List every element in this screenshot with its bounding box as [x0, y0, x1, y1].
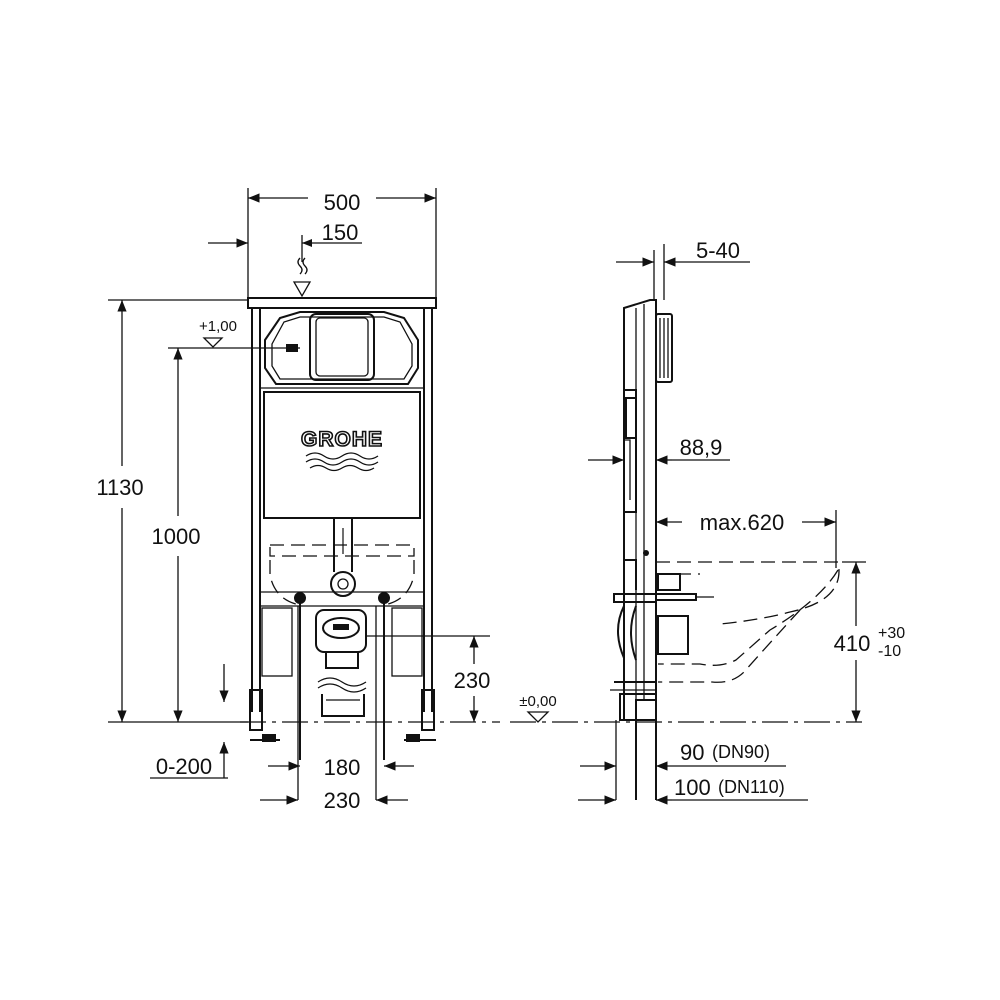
cistern: GROHE	[263, 391, 421, 597]
dim-label-230-horizontal: 230	[324, 788, 361, 813]
brand-logo-text: GROHE	[301, 428, 383, 451]
drain-connection	[315, 609, 367, 717]
level-mark-plus-1: +1,00	[199, 318, 237, 348]
dim-offset-150: 150	[208, 220, 362, 262]
frame-side-profile	[610, 299, 714, 800]
dim-label-dn90: (DN90)	[712, 742, 770, 762]
dim-width-500: 500	[248, 190, 436, 215]
brand-waves-icon	[305, 452, 379, 472]
dim-label-1000: 1000	[152, 524, 201, 549]
level-label-zero: ±0,00	[519, 693, 556, 710]
dim-bolt-180: 180	[268, 755, 414, 780]
side-view: 5-40	[510, 238, 905, 805]
wc-bowl-outline-front	[269, 544, 415, 606]
dim-height-230: 230	[454, 636, 491, 722]
dim-label-0-200: 0-200	[156, 754, 212, 779]
dim-tolerance-plus: +30	[878, 625, 905, 642]
front-view: 500 150 1130 1000	[96, 188, 500, 813]
flush-plate-bracket	[264, 311, 419, 385]
dim-height-1130: 1130	[96, 300, 144, 722]
dim-label-88-9: 88,9	[680, 435, 723, 460]
level-label-plus-1: +1,00	[199, 318, 237, 335]
dim-max-620: max.620	[656, 510, 837, 568]
dim-label-230-vertical: 230	[454, 668, 491, 693]
dim-label-150: 150	[322, 220, 359, 245]
dim-label-410: 410	[834, 631, 871, 656]
installation-frame	[247, 297, 437, 742]
dim-label-100: 100	[674, 775, 711, 800]
level-mark-zero: ±0,00	[519, 693, 557, 723]
dim-label-max-620: max.620	[700, 510, 784, 535]
wc-bowl-outline-side	[656, 561, 840, 683]
dim-label-180: 180	[324, 755, 361, 780]
dim-label-90: 90	[680, 740, 704, 765]
dim-tolerance-minus: -10	[878, 643, 901, 660]
dim-height-1000: 1000	[152, 348, 201, 722]
dim-height-410: 410 +30 -10	[834, 562, 905, 722]
dim-5-40: 5-40	[616, 238, 750, 300]
dim-drain-90: 90 (DN90)	[580, 740, 786, 771]
dim-label-dn110: (DN110)	[718, 777, 785, 797]
dim-label-5-40: 5-40	[696, 238, 740, 263]
dim-range-0-200: 0-200	[150, 664, 229, 779]
dim-label-500: 500	[324, 190, 361, 215]
dim-bolt-230: 230	[260, 788, 408, 813]
dim-label-1130: 1130	[96, 475, 143, 500]
water-inlet-symbol	[292, 257, 312, 298]
dim-drain-100: 100 (DN110)	[578, 775, 808, 805]
dim-88-9: 88,9	[588, 435, 730, 465]
